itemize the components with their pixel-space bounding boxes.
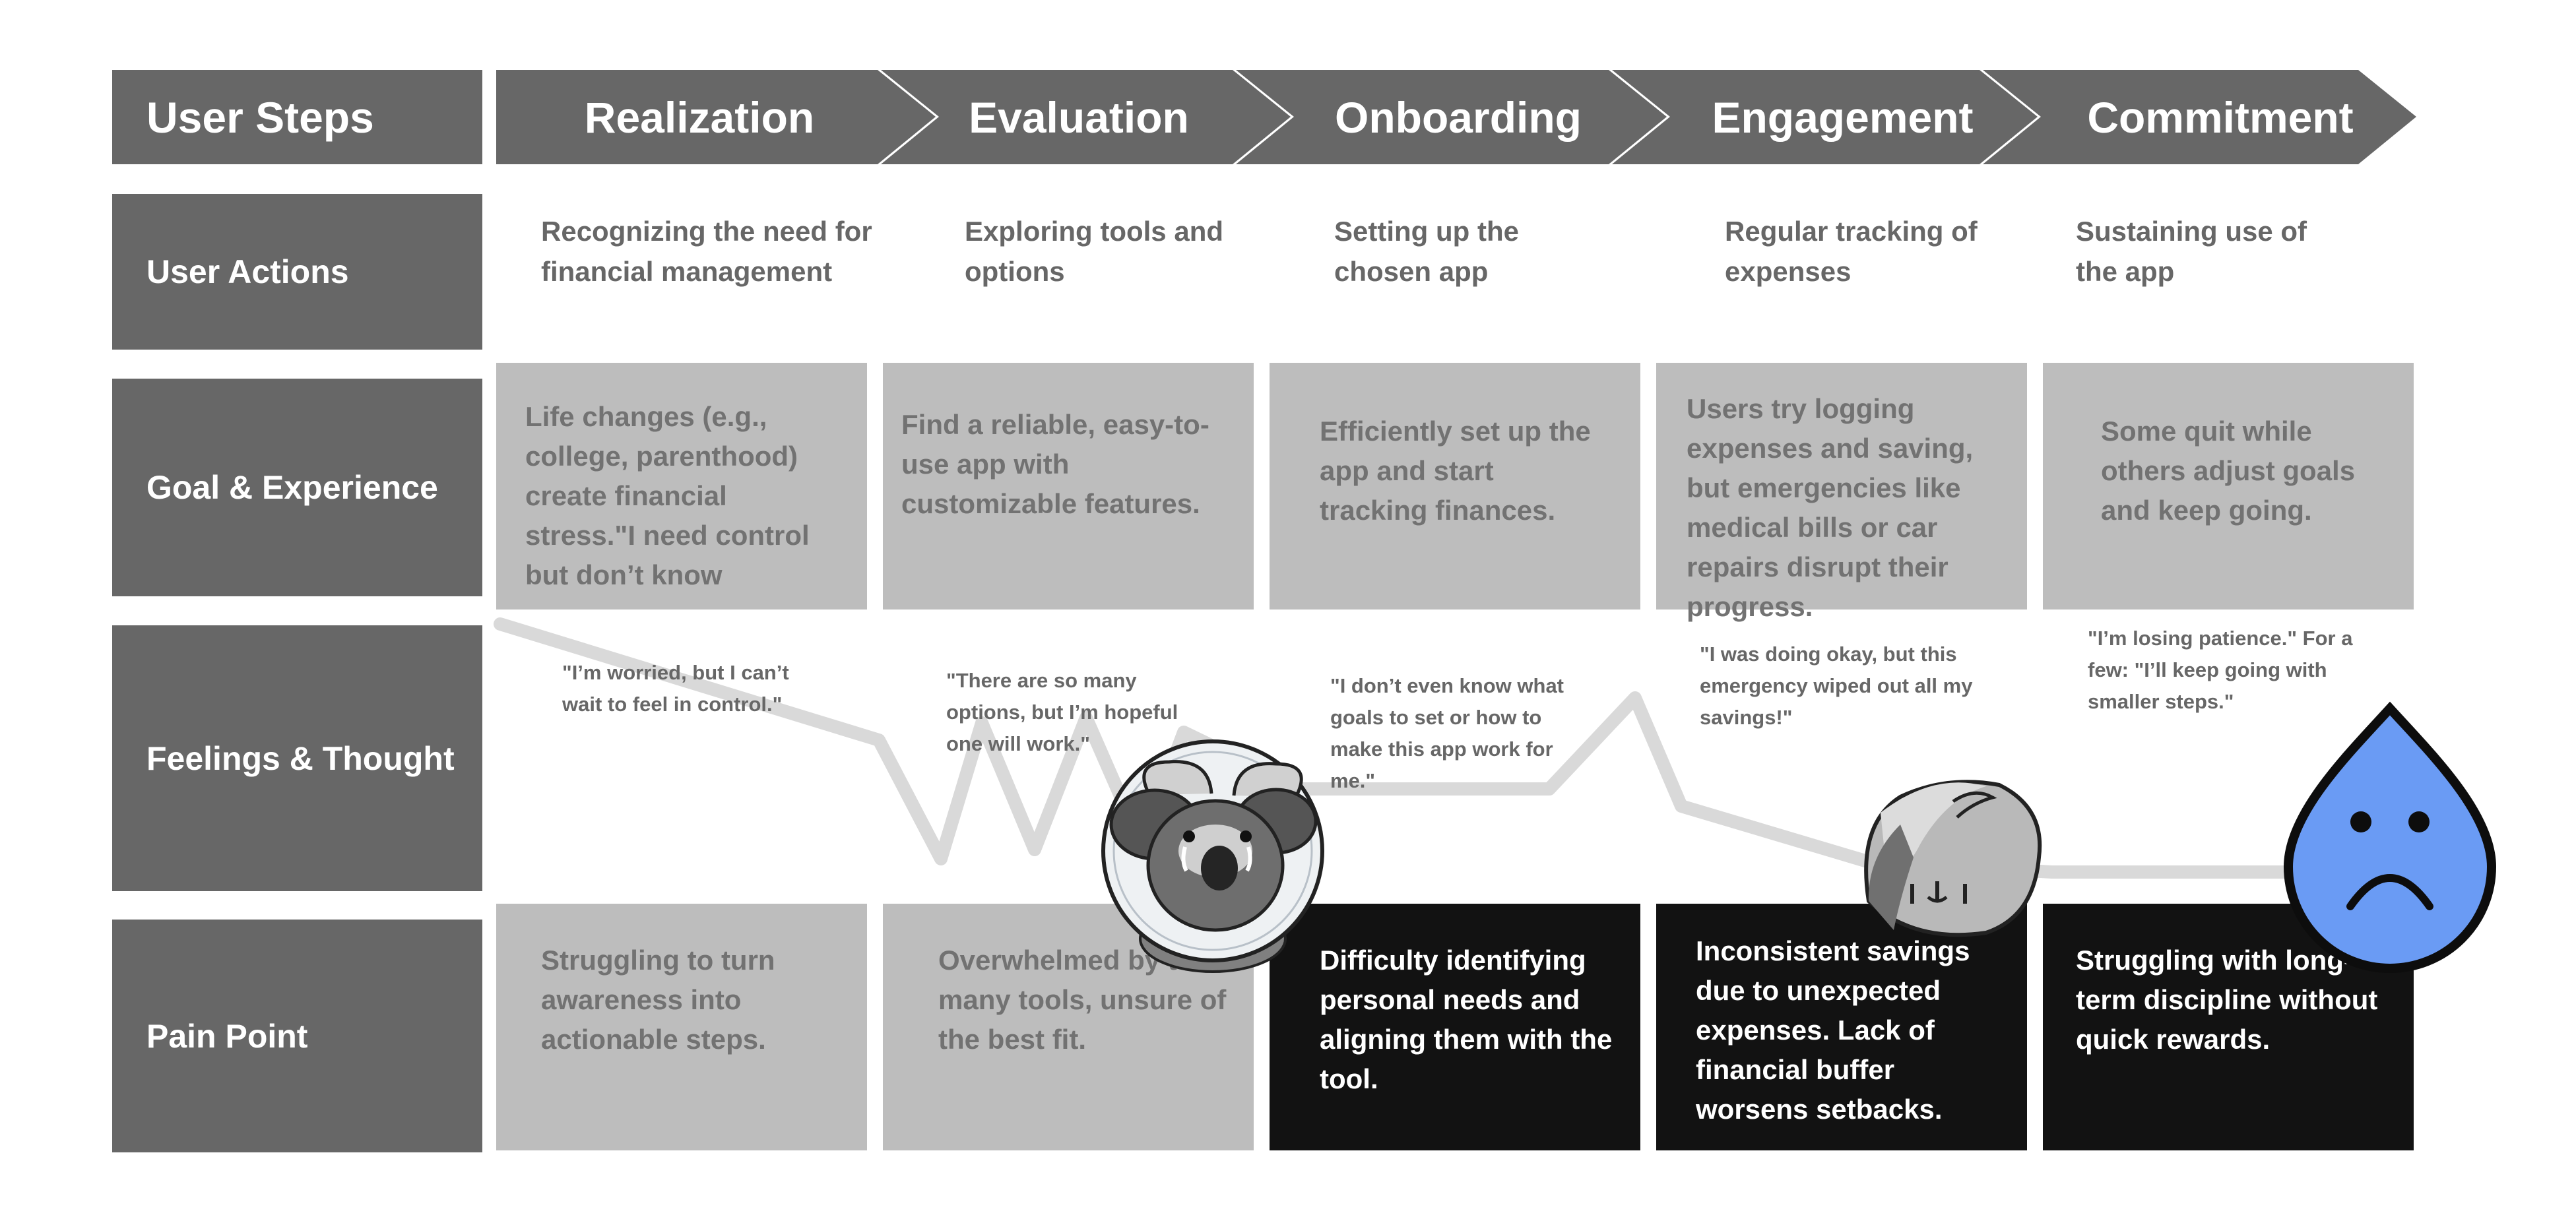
pain-card-onboarding: Difficulty identifying personal needs an… bbox=[1270, 904, 1640, 1150]
feeling-quote-engagement: "I was doing okay, but this emergency wi… bbox=[1700, 642, 1973, 729]
goal-card-engagement: Users try logging expenses and saving, b… bbox=[1656, 363, 2027, 622]
goal-text-evaluation: Find a reliable, easy-to-use app with cu… bbox=[901, 409, 1209, 519]
step-label-engagement: Engagement bbox=[1712, 92, 1974, 142]
goal-card-commitment: Some quit while others adjust goals and … bbox=[2043, 363, 2414, 610]
row-header-goal-experience: Goal & Experience bbox=[112, 379, 482, 596]
feeling-quote-realization: "I’m worried, but I can’t wait to feel i… bbox=[562, 661, 789, 716]
chevron-engagement bbox=[1612, 70, 2038, 164]
row-header-user-steps: User Steps bbox=[112, 70, 482, 164]
chevron-evaluation bbox=[881, 70, 1291, 164]
chevron-onboarding bbox=[1236, 70, 1667, 164]
action-commitment: Sustaining use of the app bbox=[2076, 216, 2307, 287]
pain-text-onboarding: Difficulty identifying personal needs an… bbox=[1320, 945, 1613, 1094]
feeling-quote-evaluation: "There are so many options, but I’m hope… bbox=[946, 669, 1178, 755]
goal-card-onboarding: Efficiently set up the app and start tra… bbox=[1270, 363, 1640, 610]
chevron-realization bbox=[496, 70, 936, 164]
goal-text-onboarding: Efficiently set up the app and start tra… bbox=[1320, 416, 1591, 526]
pain-card-commitment: Struggling with long-term discipline wit… bbox=[2043, 904, 2414, 1150]
goal-text-realization: Life changes (e.g., college, parenthood)… bbox=[525, 401, 810, 590]
goal-card-realization: Life changes (e.g., college, parenthood)… bbox=[496, 363, 867, 610]
feeling-quote-commitment: "I’m losing patience." For a few: "I’ll … bbox=[2088, 627, 2353, 713]
pain-text-evaluation: Overwhelmed by too many tools, unsure of… bbox=[938, 945, 1227, 1055]
pain-card-realization: Struggling to turn awareness into action… bbox=[496, 904, 867, 1150]
step-label-commitment: Commitment bbox=[2087, 92, 2354, 142]
pain-text-realization: Struggling to turn awareness into action… bbox=[541, 945, 775, 1055]
row-header-pain-point: Pain Point bbox=[112, 920, 482, 1152]
pain-card-engagement: Inconsistent savings due to unexpected e… bbox=[1656, 904, 2027, 1150]
step-label-evaluation: Evaluation bbox=[969, 92, 1189, 142]
action-evaluation: Exploring tools and options bbox=[965, 216, 1224, 287]
chevron-commitment bbox=[1983, 70, 2416, 164]
pain-text-engagement: Inconsistent savings due to unexpected e… bbox=[1696, 935, 1970, 1125]
row-header-feelings-thought: Feelings & Thought bbox=[112, 625, 482, 891]
goal-card-evaluation: Find a reliable, easy-to-use app with cu… bbox=[883, 363, 1254, 610]
goal-text-commitment: Some quit while others adjust goals and … bbox=[2101, 416, 2356, 526]
action-onboarding: Setting up the chosen app bbox=[1334, 216, 1519, 287]
step-label-realization: Realization bbox=[584, 92, 815, 142]
step-label-onboarding: Onboarding bbox=[1335, 92, 1582, 142]
row-header-user-actions: User Actions bbox=[112, 194, 482, 350]
action-realization: Recognizing the need for financial manag… bbox=[541, 216, 872, 287]
pain-card-evaluation: Overwhelmed by too many tools, unsure of… bbox=[883, 904, 1254, 1150]
pain-text-commitment: Struggling with long-term discipline wit… bbox=[2076, 945, 2378, 1055]
action-engagement: Regular tracking of expenses bbox=[1725, 216, 1978, 287]
goal-text-engagement: Users try logging expenses and saving, b… bbox=[1687, 393, 1974, 622]
feeling-quote-onboarding: "I don’t even know what goals to set or … bbox=[1330, 674, 1564, 792]
